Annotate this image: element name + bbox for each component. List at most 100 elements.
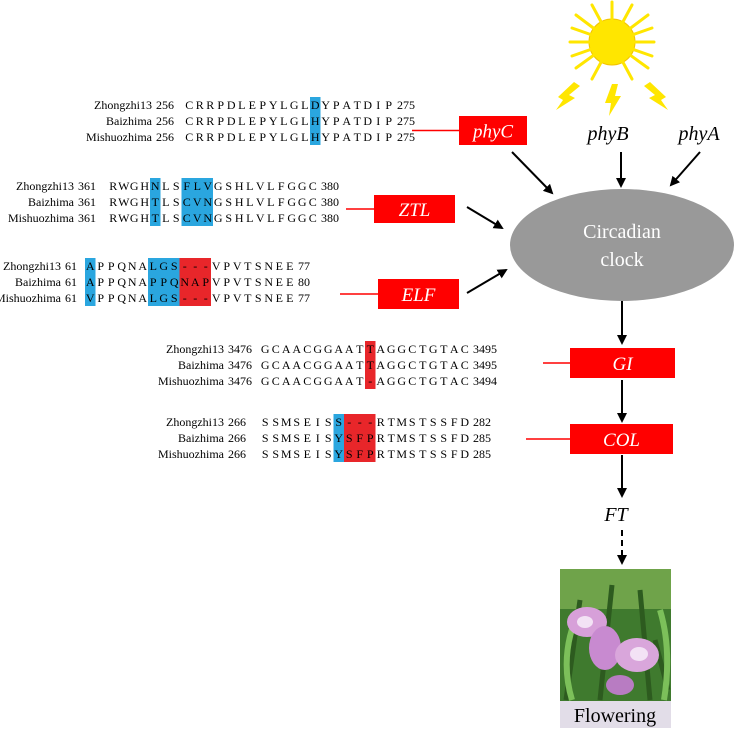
residue: R xyxy=(196,114,204,128)
accession-name: Baizhima xyxy=(178,358,225,372)
residue: Y xyxy=(334,431,343,445)
residue: P xyxy=(367,431,374,445)
residue: L xyxy=(267,211,274,225)
residue: A xyxy=(334,358,343,372)
residue: M xyxy=(281,415,292,429)
residue: L xyxy=(162,179,169,193)
residue: D xyxy=(227,114,236,128)
residue: L xyxy=(301,98,308,112)
sequence-start: 361 xyxy=(78,179,96,193)
residue: D xyxy=(227,98,236,112)
sequence-end: 380 xyxy=(321,211,339,225)
highlight-blue xyxy=(169,274,180,290)
residue: T xyxy=(419,342,427,356)
residue: C xyxy=(408,342,416,356)
residue: T xyxy=(356,342,364,356)
highlight-blue xyxy=(310,113,321,129)
FT-label: FT xyxy=(603,504,629,526)
accession-name: Mishuozhima xyxy=(158,374,225,388)
residue: S xyxy=(409,431,416,445)
residue: S xyxy=(409,447,416,461)
residue: P xyxy=(223,291,230,305)
residue: S xyxy=(430,447,437,461)
highlight-blue xyxy=(85,290,96,306)
highlight-red xyxy=(190,258,201,274)
residue: A xyxy=(292,374,301,388)
residue: S xyxy=(171,291,178,305)
sequence-start: 256 xyxy=(156,98,174,112)
accession-name: Mishuozhima xyxy=(86,130,153,144)
residue: T xyxy=(354,114,362,128)
sequence-start: 3476 xyxy=(228,374,252,388)
phyA-label: phyA xyxy=(676,123,720,145)
residue: L xyxy=(246,179,253,193)
sequence-start: 361 xyxy=(78,211,96,225)
residue: G xyxy=(261,358,270,372)
highlight-blue xyxy=(202,178,213,194)
residue: L xyxy=(194,179,201,193)
residue: G xyxy=(261,342,270,356)
residue: V xyxy=(256,195,265,209)
residue: L xyxy=(280,130,287,144)
residue: S xyxy=(440,431,447,445)
accession-name: Zhongzhi13 xyxy=(166,415,224,429)
highlight-blue xyxy=(150,194,161,210)
residue: V xyxy=(233,259,242,273)
residue: L xyxy=(267,179,274,193)
sequence-start: 3476 xyxy=(228,342,252,356)
residue: C xyxy=(309,195,317,209)
residue: P xyxy=(97,275,104,289)
highlight-blue xyxy=(148,274,159,290)
residue: G xyxy=(214,195,223,209)
residue: D xyxy=(363,98,372,112)
residue: S xyxy=(225,195,232,209)
residue: N xyxy=(264,291,273,305)
residue: V xyxy=(256,179,265,193)
residue: G xyxy=(387,342,396,356)
residue: F xyxy=(183,179,190,193)
residue: H xyxy=(311,114,320,128)
residue: G xyxy=(324,358,333,372)
residue: G xyxy=(290,98,299,112)
residue: T xyxy=(419,431,427,445)
residue: I xyxy=(376,98,380,112)
residue: A xyxy=(138,291,147,305)
residue: S xyxy=(262,431,269,445)
residue: T xyxy=(440,342,448,356)
residue: T xyxy=(152,195,160,209)
residue: M xyxy=(281,431,292,445)
residue: L xyxy=(267,195,274,209)
highlight-red xyxy=(200,258,211,274)
residue: A xyxy=(292,342,301,356)
residue: R xyxy=(377,431,385,445)
residue: F xyxy=(278,211,285,225)
residue: H xyxy=(235,211,244,225)
residue: V xyxy=(86,291,95,305)
highlight-red xyxy=(365,414,376,430)
residue: R xyxy=(377,447,385,461)
gene-box-phyC xyxy=(459,116,527,145)
highlight-blue xyxy=(148,290,159,306)
residue: M xyxy=(396,447,407,461)
residue: E xyxy=(276,259,283,273)
residue: S xyxy=(171,259,178,273)
residue: E xyxy=(304,431,311,445)
residue: S xyxy=(255,291,262,305)
accession-name: Zhongzhi13 xyxy=(94,98,152,112)
residue: T xyxy=(440,374,448,388)
highlight-blue xyxy=(192,210,203,226)
residue: P xyxy=(333,98,340,112)
highlight-red xyxy=(354,446,365,462)
lightning-bolt-icon xyxy=(644,82,668,110)
residue: C xyxy=(185,98,193,112)
residue: G xyxy=(324,374,333,388)
residue: N xyxy=(203,195,212,209)
residue: D xyxy=(311,98,320,112)
residue: L xyxy=(280,98,287,112)
residue: Q xyxy=(117,275,126,289)
residue: S xyxy=(255,275,262,289)
residue: T xyxy=(419,358,427,372)
residue: H xyxy=(140,195,149,209)
